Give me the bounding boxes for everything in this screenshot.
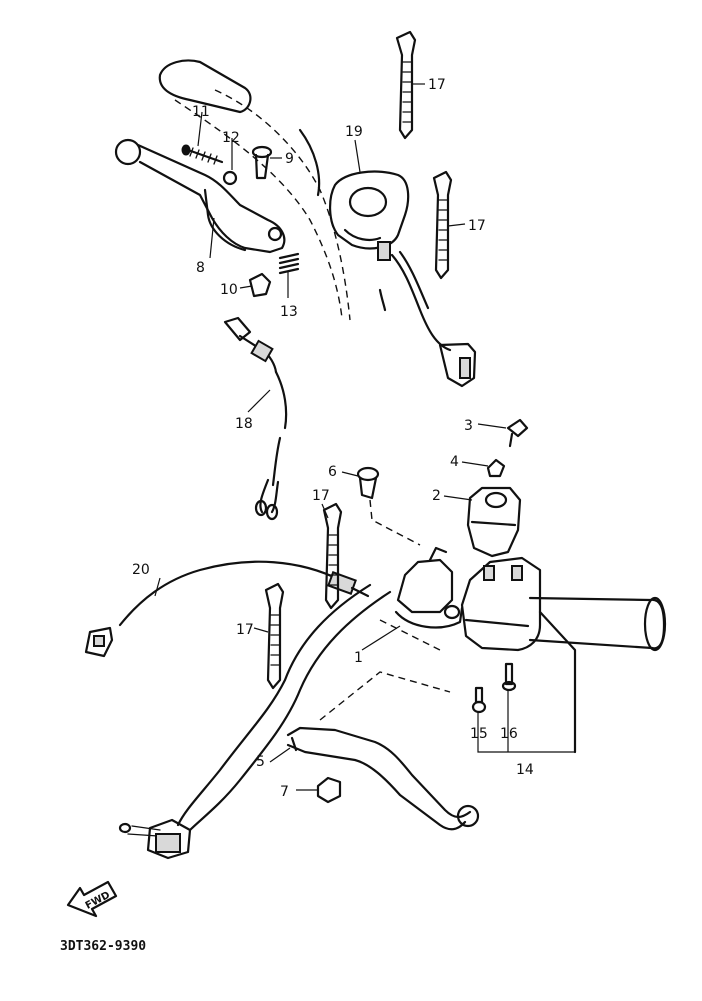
pivot-bolt-9 [251,145,273,180]
nut-7 [316,776,342,804]
bracket-2 [466,486,522,558]
label-2: 2 [432,488,441,504]
handlebar-top [158,59,387,321]
label-10: 10 [220,282,238,298]
clutch-lever-8 [114,138,286,254]
label-11: 11 [192,104,210,120]
label-7: 7 [280,784,289,800]
cable-tie-17-low-a [322,502,343,610]
fwd-arrow-icon: FWD [66,880,118,918]
throttle-grip [528,596,667,652]
label-4: 4 [450,454,459,470]
label-17-low-a: 17 [312,488,330,504]
cable-tie-17-low-b [264,582,285,690]
label-20: 20 [132,562,150,578]
part-labels: 17 19 17 11 12 9 8 10 13 18 3 4 6 2 17 2… [132,77,534,800]
cable-tie-17-top [395,30,417,140]
label-17-mid: 17 [468,218,486,234]
label-8: 8 [196,260,205,276]
spring-13 [278,252,300,275]
nut-4 [486,458,506,478]
label-1: 1 [354,650,363,666]
label-3: 3 [464,418,473,434]
bolt-11 [181,144,224,165]
label-17-low-b: 17 [236,622,254,638]
label-13: 13 [280,304,298,320]
label-17-top: 17 [428,77,446,93]
diagram-code: 3DT362-9390 [60,939,146,954]
lever-holder-1 [379,546,464,651]
label-15: 15 [470,726,488,742]
throttle-cable [118,583,392,860]
label-16: 16 [500,726,518,742]
label-14: 14 [516,762,534,778]
harness-20 [84,560,370,658]
label-18: 18 [235,416,253,432]
label-12: 12 [222,130,240,146]
label-5: 5 [256,754,265,770]
screw-16 [501,662,517,692]
label-6: 6 [328,464,337,480]
pin-6 [356,466,421,546]
screw-3 [506,418,529,448]
leader-lines [154,83,575,791]
nut-10 [248,272,272,298]
washer-12 [222,170,238,186]
handlebar-switch-19 [329,170,477,388]
label-9: 9 [285,151,294,167]
label-19: 19 [345,124,363,140]
cable-tie-17-mid [432,170,453,280]
screw-15 [471,686,487,714]
switch-assembly-14 [460,556,577,754]
brake-switch-18 [223,316,288,521]
brake-lever-5 [286,671,480,831]
